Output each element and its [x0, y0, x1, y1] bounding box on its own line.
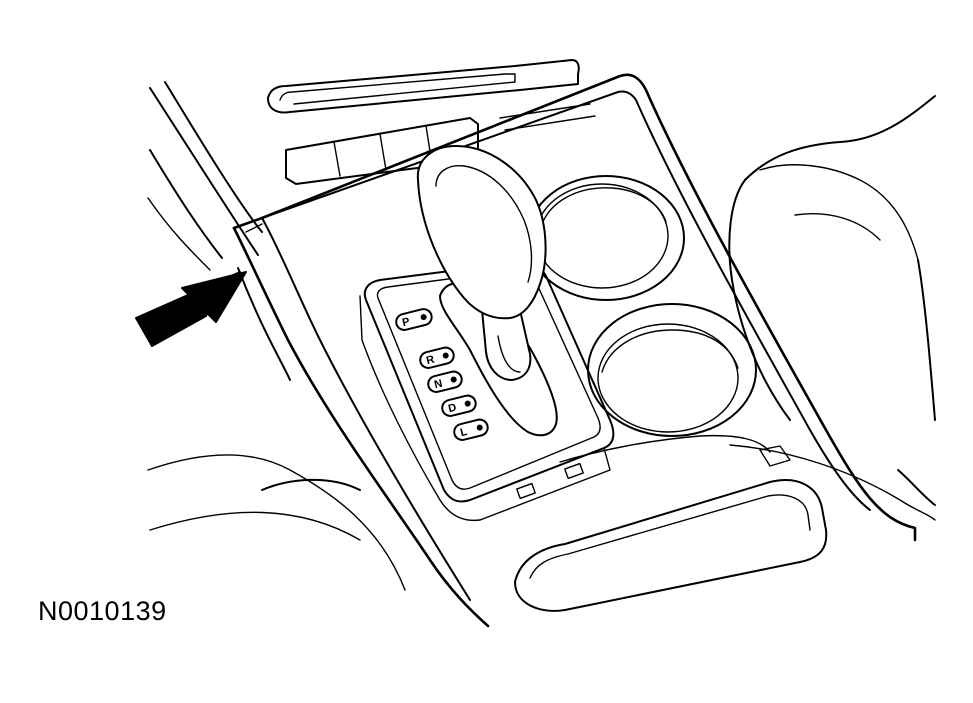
gear-indicator-r: R: [419, 346, 455, 369]
arrow-icon: [135, 271, 247, 347]
storage-bin: [514, 434, 828, 612]
gear-label-l: L: [459, 426, 469, 439]
door-trim: [147, 81, 406, 591]
shift-bezel: [359, 260, 615, 522]
gear-indicator-d: D: [441, 394, 477, 417]
figure-id-label: N0010139: [38, 596, 167, 626]
shift-lever[interactable]: [416, 145, 547, 381]
cupholder-rear: [587, 303, 757, 437]
gear-indicator-l: L: [453, 418, 489, 441]
right-seat-panel: [728, 95, 936, 521]
cupholder-front: [527, 175, 685, 301]
gear-indicator-p: P: [395, 308, 433, 331]
gear-label-p: P: [401, 316, 411, 329]
gear-label-d: D: [447, 402, 458, 416]
gear-label-r: R: [425, 354, 436, 368]
gear-label-n: N: [433, 378, 444, 392]
gear-indicator-n: N: [427, 370, 463, 393]
gear-indicators: P R N D L: [395, 308, 489, 441]
